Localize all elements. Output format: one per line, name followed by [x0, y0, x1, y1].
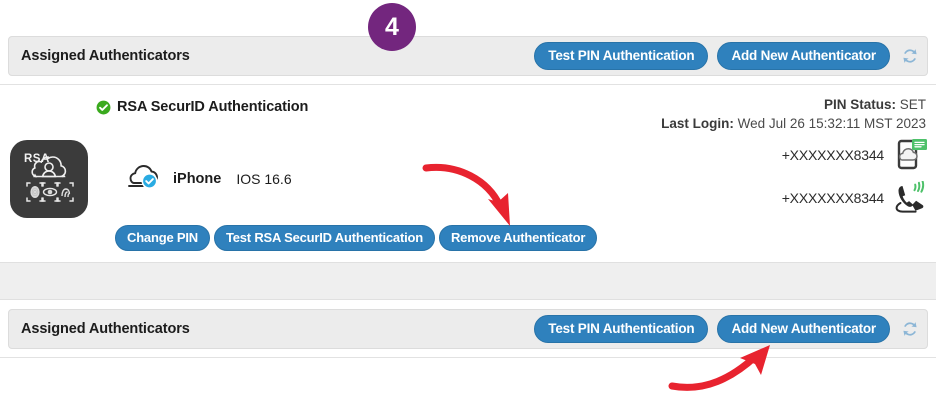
assigned-authenticators-header-top: Assigned Authenticators Test PIN Authent… [8, 36, 928, 76]
arrow-to-add-new-authenticator [660, 340, 820, 402]
test-pin-authentication-button-top[interactable]: Test PIN Authentication [534, 42, 709, 70]
add-new-authenticator-button-bottom[interactable]: Add New Authenticator [717, 315, 890, 343]
contact-methods-list: +XXXXXXX8344 +XXXXXXX8344 [782, 138, 928, 215]
step-number-badge: 4 [368, 3, 416, 51]
add-new-authenticator-button-top[interactable]: Add New Authenticator [717, 42, 890, 70]
pin-status-line: PIN Status: SET [661, 95, 926, 114]
contact-row-sms: +XXXXXXX8344 [782, 138, 928, 172]
header-actions-top: Test PIN Authentication Add New Authenti… [534, 42, 921, 70]
test-rsa-securid-authentication-button[interactable]: Test RSA SecurID Authentication [213, 225, 435, 251]
device-row: iPhone IOS 16.6 [124, 162, 292, 195]
svg-text:RSA: RSA [24, 153, 50, 165]
contact-number-voice: +XXXXXXX8344 [781, 190, 884, 206]
refresh-icon[interactable] [899, 45, 921, 67]
sms-message-icon [892, 138, 928, 172]
contact-row-voice: +XXXXXXX8344 [782, 181, 928, 215]
header-actions-bottom: Test PIN Authentication Add New Authenti… [534, 315, 921, 343]
authenticator-name: RSA SecurID Authentication [117, 99, 309, 115]
header-divider-top [0, 84, 936, 85]
last-login-line: Last Login: Wed Jul 26 15:32:11 MST 2023 [661, 114, 926, 133]
test-pin-authentication-button-bottom[interactable]: Test PIN Authentication [534, 315, 709, 343]
device-os-version: IOS 16.6 [236, 170, 292, 187]
remove-authenticator-button[interactable]: Remove Authenticator [438, 225, 598, 251]
voice-call-icon [892, 181, 928, 215]
assigned-authenticators-header-bottom: Assigned Authenticators Test PIN Authent… [8, 309, 928, 349]
pin-status-label: PIN Status: [823, 97, 896, 112]
authenticator-action-buttons: Change PIN Test RSA SecurID Authenticati… [115, 225, 598, 251]
authenticator-status-block: PIN Status: SET Last Login: Wed Jul 26 1… [661, 95, 926, 133]
change-pin-button[interactable]: Change PIN [115, 225, 210, 251]
cloud-registered-icon [124, 162, 164, 195]
rsa-securid-app-icon: RSA [10, 140, 88, 218]
green-check-icon [96, 100, 111, 115]
contact-number-sms: +XXXXXXX8344 [781, 147, 884, 163]
authenticator-name-row: RSA SecurID Authentication [96, 99, 308, 115]
panel-title-top: Assigned Authenticators [21, 48, 190, 64]
refresh-icon[interactable] [899, 318, 921, 340]
panel-title-bottom: Assigned Authenticators [21, 321, 190, 337]
device-name: iPhone [173, 170, 222, 187]
last-login-value: Wed Jul 26 15:32:11 MST 2023 [737, 116, 926, 131]
section-spacer-band [0, 262, 936, 300]
pin-status-value: SET [899, 97, 926, 112]
header-divider-bottom [0, 357, 936, 358]
last-login-label: Last Login: [661, 116, 734, 131]
